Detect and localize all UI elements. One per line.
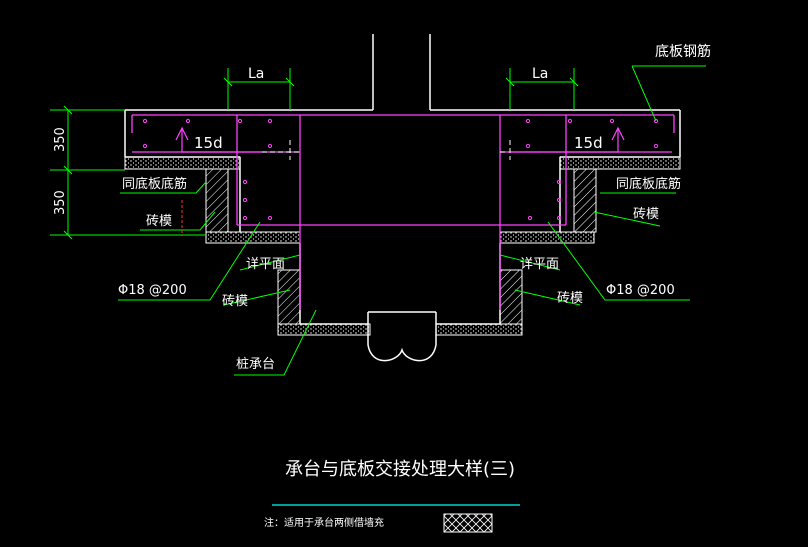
cushion-layer [124, 156, 681, 336]
hook-label-left: 15d [194, 134, 223, 152]
dim-350-lower: 350 [53, 190, 68, 215]
brick-form-label-3: 砖模 [222, 294, 248, 309]
brick-form-label-1: 砖模 [146, 214, 172, 229]
rebar-spec-label-left: Φ18 @200 [118, 283, 187, 298]
dim-350-upper: 350 [53, 127, 68, 152]
fill-legend-swatch [443, 513, 493, 533]
pile-cap-label: 桩承台 [236, 357, 275, 372]
brick-form-label-2: 砖模 [633, 207, 659, 222]
see-plan-label-left: 详平面 [246, 257, 285, 272]
same-rebar-label-right: 同底板底筋 [616, 176, 681, 192]
brick-form-hatch [205, 168, 597, 325]
note-text: 注：适用于承台两侧借墙充 [264, 516, 384, 529]
base-rebar-label: 底板钢筋 [655, 43, 711, 60]
rebar-dots [142, 118, 659, 221]
leader-lines [118, 65, 706, 376]
brick-form-label-4: 砖模 [557, 291, 583, 306]
drawing-title: 承台与底板交接处理大样(三) [285, 459, 515, 480]
text-labels: La La 底板钢筋 15d 15d 350 350 同底板底筋 同底板底筋 砖… [53, 43, 711, 372]
hook-label-right: 15d [574, 134, 603, 152]
la-label-left: La [248, 66, 264, 82]
la-label-right: La [532, 66, 548, 82]
dimension-lines [50, 68, 579, 240]
see-plan-label-right: 详平面 [520, 257, 559, 272]
hook-arrows [175, 126, 625, 153]
same-rebar-label-left: 同底板底筋 [122, 176, 187, 192]
rebar-spec-label-right: Φ18 @200 [606, 283, 675, 298]
pile [367, 311, 437, 362]
column-outline [372, 34, 431, 110]
lap-dashes [262, 140, 511, 160]
